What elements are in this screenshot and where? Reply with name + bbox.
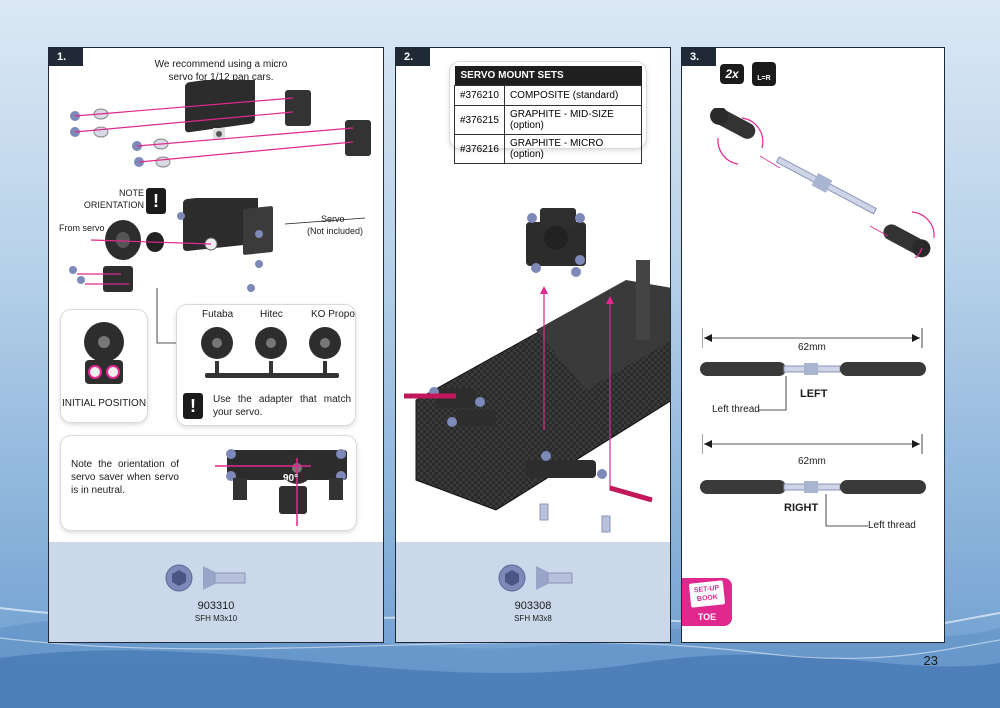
- adapter-note: Use the adapter that match your servo.: [213, 394, 351, 418]
- setup-book-icon: SET-UP BOOK: [688, 580, 726, 608]
- parts-band: 903308 SFH M3x8: [396, 542, 670, 642]
- parts-band: 903310 SFH M3x10: [49, 542, 383, 642]
- adapter-callout: Futaba Hitec KO Propo ! Use the adapter …: [177, 305, 355, 425]
- servo-mount-sets-table: SERVO MOUNT SETS #376210 COMPOSITE (stan…: [454, 66, 643, 164]
- servo-saver-illustration: [69, 198, 366, 292]
- table-row: #376210 COMPOSITE (standard): [454, 85, 643, 106]
- step-1-panel: 1. We recommend using a micro servo for …: [48, 47, 384, 643]
- page-number: 23: [923, 653, 938, 668]
- part-desc: SFH M3x10: [194, 614, 238, 623]
- initial-position-label: INITIAL POSITION: [61, 398, 147, 409]
- quantity-badge: 2x: [720, 64, 744, 84]
- chassis-illustration: [404, 208, 670, 533]
- orientation-callout: Note the orientation of servo saver when…: [61, 436, 356, 530]
- table-title: SERVO MOUNT SETS: [454, 66, 642, 86]
- set-code: #376215: [454, 105, 505, 135]
- left-dimension-line: [702, 328, 923, 348]
- right-thread-label: Left thread: [868, 520, 916, 531]
- left-thread-leader: [758, 376, 787, 411]
- right-label: RIGHT: [784, 502, 819, 514]
- step-number: 1.: [49, 48, 83, 66]
- right-turnbuckle: [700, 480, 926, 494]
- set-code: #376210: [454, 85, 505, 106]
- exclamation-icon: !: [146, 188, 166, 214]
- exclamation-icon: !: [183, 393, 203, 419]
- servo-neutral-illustration: [215, 449, 347, 526]
- step-number: 2.: [396, 48, 430, 66]
- angle-label: 90°: [283, 473, 299, 484]
- part-desc: SFH M3x8: [514, 614, 552, 623]
- setup-tab-label: TOE: [697, 612, 717, 622]
- table-row: #376216 GRAPHITE - MICRO (option): [454, 134, 643, 164]
- servo-mount-illustration: [70, 80, 371, 168]
- from-servo-label: From servo: [59, 223, 105, 233]
- step-2-panel: 2. SERVO MOUNT SETS #376210 COMPOSITE (s…: [395, 47, 671, 643]
- screw-sfh-m3x8-icon: [498, 564, 573, 592]
- right-dimension-line: [702, 434, 923, 454]
- servo-label-line1: Servo: [321, 214, 345, 224]
- brand-futaba: Futaba: [202, 309, 234, 320]
- set-code: #376216: [454, 134, 505, 164]
- left-thread-label: Left thread: [712, 404, 760, 415]
- part-code: 903308: [514, 600, 552, 612]
- servo-saver-initial-icon: [84, 322, 124, 384]
- right-length: 62mm: [798, 456, 826, 467]
- set-desc: COMPOSITE (standard): [503, 85, 643, 106]
- setup-book-tab[interactable]: SET-UP BOOK TOE: [682, 578, 732, 626]
- servo-mount-sets-callout: SERVO MOUNT SETS #376210 COMPOSITE (stan…: [450, 62, 646, 164]
- note-orientation-line2: ORIENTATION: [83, 200, 144, 210]
- step-number: 3.: [682, 48, 716, 66]
- set-desc: GRAPHITE - MID-SIZE (option): [503, 105, 643, 135]
- screw-sfh-m3x10-icon: [165, 564, 246, 592]
- table-row: #376215 GRAPHITE - MID-SIZE (option): [454, 105, 643, 135]
- brand-ko-propo: KO Propo: [311, 309, 355, 320]
- left-turnbuckle: [700, 362, 926, 376]
- note-orientation-line1: NOTE: [118, 188, 144, 198]
- step-3-panel: 3. 2x L=R 62mm: [681, 47, 945, 643]
- brand-hitec: Hitec: [260, 309, 283, 320]
- servo-label-line2: (Not included): [307, 226, 364, 236]
- turnbuckle-assembly-illustration: [710, 108, 935, 258]
- left-label: LEFT: [800, 388, 828, 400]
- adapter-sprue-illustration: [201, 327, 341, 378]
- recommend-text: We recommend using a micro servo for 1/1…: [154, 59, 288, 83]
- left-length: 62mm: [798, 342, 826, 353]
- orientation-note: Note the orientation of servo saver when…: [71, 459, 179, 496]
- lr-same-icon: L=R: [752, 62, 776, 86]
- lr-label: L=R: [757, 75, 771, 82]
- part-code: 903310: [197, 600, 235, 612]
- right-thread-leader: [825, 494, 868, 527]
- initial-position-callout: INITIAL POSITION: [61, 310, 147, 422]
- set-desc: GRAPHITE - MICRO (option): [503, 134, 643, 164]
